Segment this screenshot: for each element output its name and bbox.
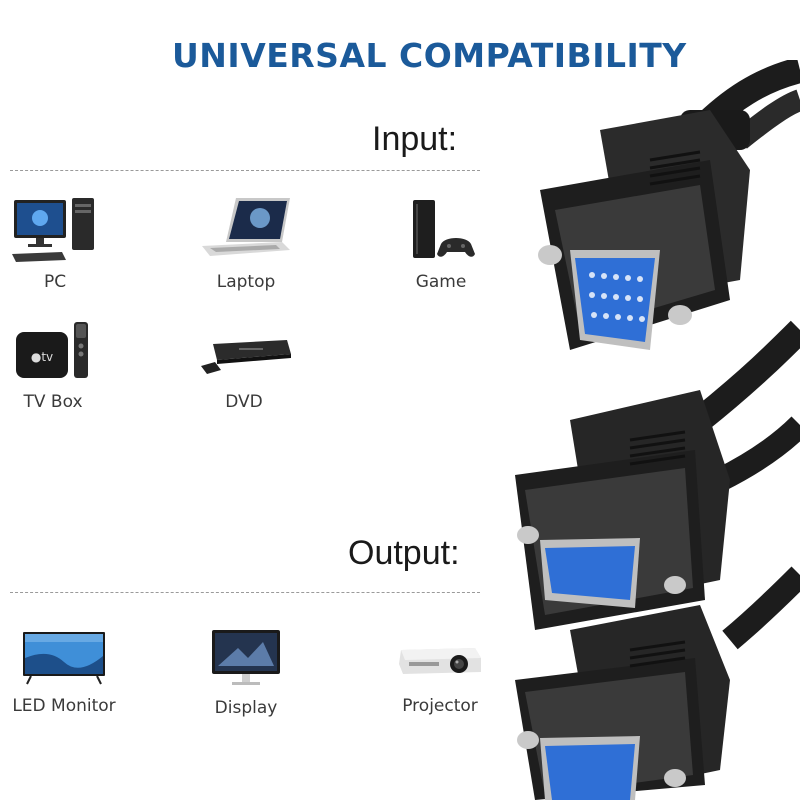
- page-title: UNIVERSAL COMPATIBILITY: [172, 36, 687, 75]
- device-label: TV Box: [23, 392, 83, 412]
- pc-icon: [12, 198, 94, 262]
- input-divider: [10, 170, 480, 171]
- device-label: Laptop: [216, 272, 276, 292]
- output-divider: [10, 592, 480, 593]
- input-heading: Input:: [372, 120, 458, 158]
- vga-male-connector: [538, 110, 750, 350]
- device-led-monitor: LED Monitor: [4, 628, 124, 716]
- tv-box-icon: ●tv: [16, 322, 88, 378]
- device-label: DVD: [225, 392, 263, 412]
- device-label: Projector: [402, 696, 478, 716]
- device-label: Display: [214, 698, 278, 718]
- device-laptop: Laptop: [196, 196, 296, 292]
- dvd-player-icon: [201, 340, 291, 374]
- device-label: PC: [43, 272, 67, 292]
- device-tv-box: ●tv TV Box: [8, 320, 98, 412]
- device-label: LED Monitor: [12, 696, 116, 716]
- svg-text:●tv: ●tv: [31, 350, 53, 364]
- output-heading: Output:: [348, 534, 460, 572]
- led-monitor-icon: [23, 632, 105, 685]
- vga-female-connector-2: [515, 605, 730, 800]
- game-console-icon: [413, 200, 475, 258]
- vga-cable-illustration: [515, 60, 800, 800]
- device-label: Game: [415, 272, 467, 292]
- display-icon: [212, 630, 280, 685]
- device-projector: Projector: [388, 628, 492, 716]
- laptop-icon: [202, 198, 290, 256]
- device-pc: PC: [10, 196, 100, 292]
- device-dvd: DVD: [194, 320, 294, 412]
- device-game: Game: [396, 196, 486, 292]
- device-display: Display: [196, 628, 296, 718]
- projector-icon: [399, 648, 481, 674]
- vga-female-connector-1: [515, 390, 730, 630]
